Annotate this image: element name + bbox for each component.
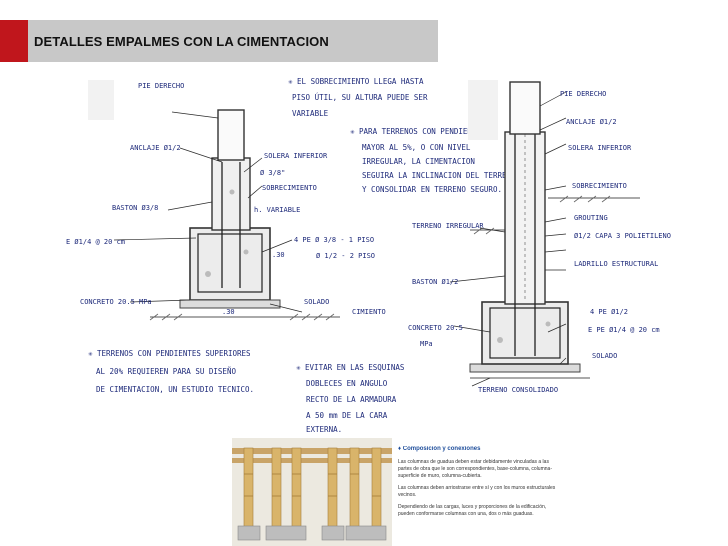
svg-text:DOBLECES EN ANGULO: DOBLECES EN ANGULO: [306, 379, 388, 388]
label-diam-38: Ø 3/8": [260, 169, 285, 177]
label-solado-right: SOLADO: [592, 352, 617, 360]
leader-lines: [113, 111, 303, 313]
svg-text:✳ EL SOBRECIMIENTO LLEGA HASTA: ✳ EL SOBRECIMIENTO LLEGA HASTA: [288, 77, 424, 86]
label-barras-1: 4 PE Ø 3/8 - 1 PISO: [294, 236, 374, 244]
aggregate: [545, 321, 551, 327]
composition-text-block: ♦ Composición y conexiones Las columnas …: [398, 446, 724, 546]
svg-text:✳ EVITAR EN LAS ESQUINAS: ✳ EVITAR EN LAS ESQUINAS: [296, 363, 405, 372]
bamboo-columns-graphic: [232, 438, 392, 546]
label-baston: BASTON Ø3/8: [112, 204, 158, 212]
svg-text:EXTERNA.: EXTERNA.: [306, 425, 342, 434]
note-terrenos: ✳ TERRENOS CON PENDIENTES SUPERIORES AL …: [88, 349, 254, 394]
leader-lines: [449, 91, 567, 387]
svg-text:IRREGULAR, LA CIMENTACION: IRREGULAR, LA CIMENTACION: [362, 157, 475, 166]
aggregate: [229, 189, 235, 195]
bamboo-column-illustration: [232, 438, 392, 546]
label-dim-30-b: .30: [222, 308, 235, 316]
composition-paragraph-2: Las columnas deben arriostrarse entre sí…: [398, 485, 556, 498]
right-footing-rebar: [489, 307, 561, 359]
aggregate: [497, 337, 503, 343]
label-terreno-consolidado: TERRENO CONSOLIDADO: [478, 386, 558, 394]
label-sobrecimiento: SOBRECIMIENTO: [262, 184, 317, 192]
label-cuatro-barras: 4 PE Ø1/2: [590, 308, 628, 316]
foundation-drawings: PIE DERECHO ANCLAJE Ø1/2 BASTON Ø3/8 E Ø…: [66, 77, 671, 434]
svg-text:PISO ÚTIL, SU ALTURA PUEDE SER: PISO ÚTIL, SU ALTURA PUEDE SER: [292, 93, 428, 102]
label-solado: SOLADO: [304, 298, 329, 306]
label-concreto-right: CONCRETO 20.5: [408, 324, 463, 332]
right-pie-derecho: [509, 81, 541, 135]
faded-sketch: [468, 80, 498, 140]
svg-text:✳ TERRENOS CON PENDIENTES SUPE: ✳ TERRENOS CON PENDIENTES SUPERIORES: [88, 349, 251, 358]
title-accent-bar: [0, 20, 28, 62]
right-solado: [469, 363, 581, 373]
svg-text:✳ PARA TERRENOS CON PENDIENTE: ✳ PARA TERRENOS CON PENDIENTE: [350, 127, 481, 136]
label-estribo: E Ø1/4 @ 20 cm: [66, 238, 125, 246]
label-dim-30-a: .30: [272, 251, 285, 259]
label-anclaje: ANCLAJE Ø1/2: [130, 144, 181, 152]
composition-heading: ♦ Composición y conexiones: [398, 446, 481, 452]
right-foundation-detail: PIE DERECHO ANCLAJE Ø1/2 SOLERA INFERIOR…: [408, 80, 671, 394]
faded-sketch: [88, 80, 114, 120]
svg-text:RECTO DE LA ARMADURA: RECTO DE LA ARMADURA: [306, 395, 397, 404]
ground-hatch: [149, 313, 335, 321]
svg-text:SEGUIRA LA INCLINACION DEL TER: SEGUIRA LA INCLINACION DEL TERRENO: [362, 171, 516, 180]
ground-hatch: [473, 195, 611, 235]
label-sobrecimiento-right: SOBRECIMIENTO: [572, 182, 627, 190]
label-pie-derecho-right: PIE DERECHO: [560, 90, 606, 98]
label-baston-right: BASTON Ø1/2: [412, 278, 458, 286]
slide-title-bar: DETALLES EMPALMES CON LA CIMENTACION: [28, 20, 438, 62]
right-footing: [481, 301, 569, 365]
left-footing: [189, 227, 271, 301]
label-barras-2: Ø 1/2 - 2 PISO: [316, 252, 375, 260]
svg-text:A 50 mm DE LA CARA: A 50 mm DE LA CARA: [306, 411, 388, 420]
left-foundation-detail: PIE DERECHO ANCLAJE Ø1/2 BASTON Ø3/8 E Ø…: [66, 77, 516, 434]
svg-text:VARIABLE: VARIABLE: [292, 109, 329, 118]
label-solera: SOLERA INFERIOR: [264, 152, 328, 160]
label-anclaje-right: ANCLAJE Ø1/2: [566, 118, 617, 126]
label-capa-polietileno: Ø1/2 CAPA 3 POLIETILENO: [574, 232, 671, 240]
note-sobrecimiento: ✳ EL SOBRECIMIENTO LLEGA HASTA PISO ÚTIL…: [288, 77, 428, 118]
note-esquinas: ✳ EVITAR EN LAS ESQUINAS DOBLECES EN ANG…: [296, 363, 405, 434]
svg-text:DE CIMENTACION, UN ESTUDIO TEC: DE CIMENTACION, UN ESTUDIO TECNICO.: [96, 385, 254, 394]
label-grouting: GROUTING: [574, 214, 608, 222]
left-footing-rebar: [197, 233, 263, 293]
svg-text:MAYOR AL 5%, O CON NIVEL: MAYOR AL 5%, O CON NIVEL: [362, 143, 471, 152]
svg-text:Y CONSOLIDAR EN TERRENO SEGURO: Y CONSOLIDAR EN TERRENO SEGURO.: [362, 185, 502, 194]
label-ladrillo: LADRILLO ESTRUCTURAL: [574, 260, 658, 268]
label-concreto-unit: MPa: [420, 340, 433, 348]
label-terreno-irregular: TERRENO IRREGULAR: [412, 222, 484, 230]
label-pie-derecho: PIE DERECHO: [138, 82, 184, 90]
label-concreto: CONCRETO 20.5 MPa: [80, 298, 152, 306]
label-cimiento: CIMIENTO: [352, 308, 386, 316]
left-pie-derecho: [217, 109, 245, 161]
ground-line: [470, 197, 640, 231]
note-pendiente: ✳ PARA TERRENOS CON PENDIENTE MAYOR AL 5…: [350, 127, 516, 194]
label-solera-right: SOLERA INFERIOR: [568, 144, 632, 152]
aggregate: [243, 249, 249, 255]
left-solado: [179, 299, 281, 309]
slide-title: DETALLES EMPALMES CON LA CIMENTACION: [34, 33, 329, 49]
composition-paragraph-1: Las columnas de guadua deben estar debid…: [398, 459, 552, 479]
label-variable: h. VARIABLE: [254, 206, 300, 214]
svg-text:AL 20% REQUIEREN PARA SU DISEÑ: AL 20% REQUIEREN PARA SU DISEÑO: [96, 367, 236, 376]
label-estribo-right: E PE Ø1/4 @ 20 cm: [588, 326, 660, 334]
composition-paragraph-3: Dependiendo de las cargas, luces y propo…: [398, 504, 547, 517]
aggregate: [205, 271, 211, 277]
